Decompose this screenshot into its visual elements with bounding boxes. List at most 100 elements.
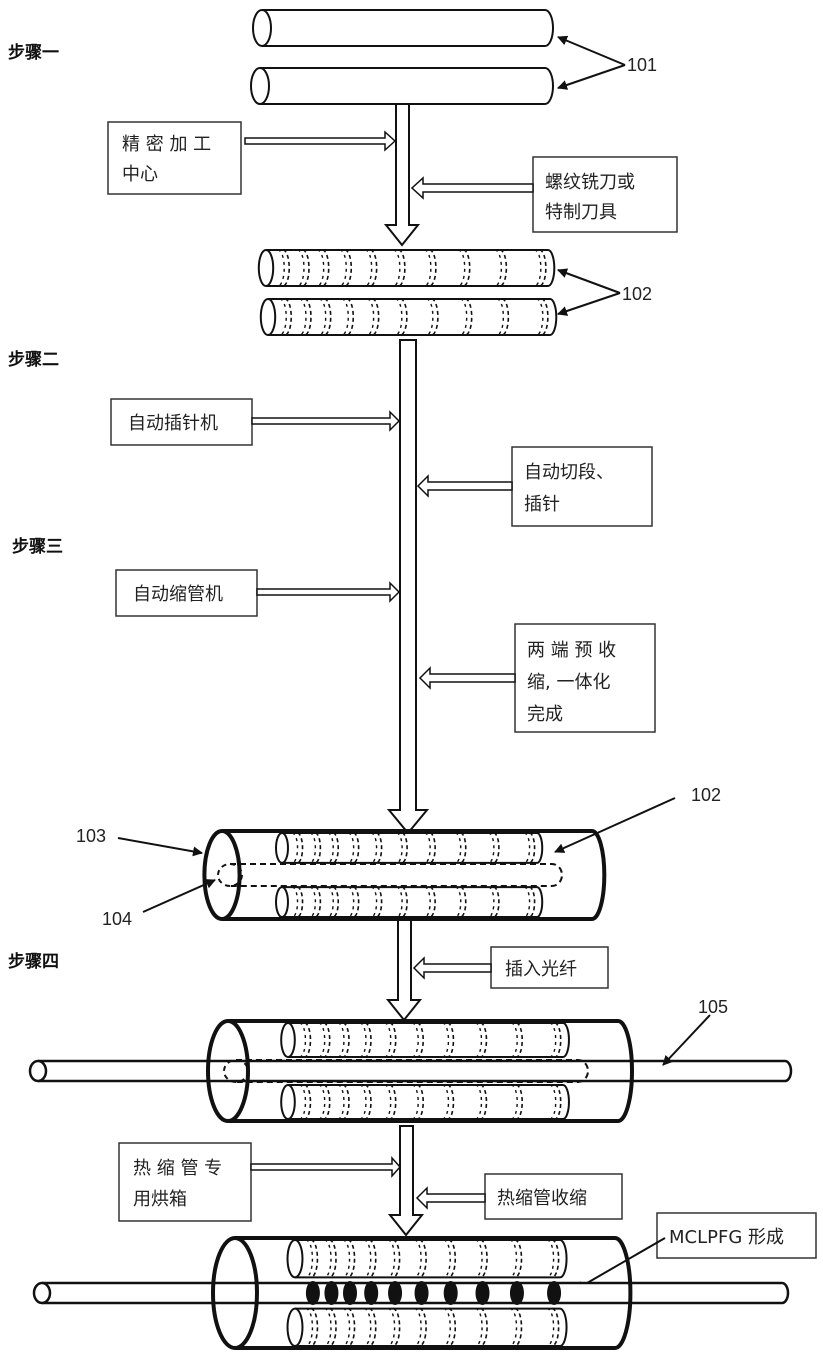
heat-shrink-sleeve [235, 1236, 633, 1350]
thread-ring [511, 1022, 518, 1058]
thread-ring [318, 1022, 326, 1058]
thread-ring [429, 249, 437, 287]
thread-ring [516, 1022, 523, 1058]
rod-end [275, 832, 289, 864]
thread-ring [384, 1022, 392, 1058]
rod-end [259, 298, 277, 336]
thread-ring [309, 832, 317, 864]
svg-text:中心: 中心 [122, 164, 158, 185]
box-precision-machining-center: 精 密 加 工 中心 [107, 121, 242, 195]
input-arrow-insert-fiber [412, 956, 492, 980]
thread-ring [534, 249, 542, 287]
thread-ring [347, 1239, 356, 1279]
rod-end [286, 1239, 304, 1279]
svg-text:用烘箱: 用烘箱 [133, 1189, 187, 1210]
thread-ring [511, 1084, 518, 1120]
rod-body [282, 886, 544, 918]
thread-ring [529, 886, 536, 918]
thread-ring [384, 1084, 392, 1120]
thread-ring [417, 1022, 424, 1058]
box-thread-milling-cutter: 螺纹铣刀或 特制刀具 [532, 156, 678, 233]
thread-ring [348, 886, 355, 918]
svg-text:插入光纤: 插入光纤 [505, 959, 577, 980]
rod-body [268, 298, 558, 336]
thread-ring [393, 249, 401, 287]
svg-text:热 缩 管 专: 热 缩 管 专 [133, 1158, 222, 1179]
thread-ring [475, 1084, 483, 1120]
thread-ring [282, 249, 291, 287]
thread-ring [460, 832, 467, 864]
heat-shrink-sleeve [228, 1019, 634, 1123]
assembly-sleeve-103 [202, 829, 607, 921]
thread-ring [299, 298, 307, 336]
thread-ring [455, 886, 462, 918]
thread-ring [365, 249, 373, 287]
thread-ring [396, 832, 403, 864]
final-mclpfg-assembly [32, 1236, 790, 1350]
thread-ring [314, 832, 322, 864]
thread-ring [310, 1239, 319, 1279]
thread-ring [494, 249, 503, 287]
thread-ring [318, 1084, 326, 1120]
svg-text:螺纹铣刀或: 螺纹铣刀或 [545, 172, 635, 193]
thread-ring [541, 298, 549, 336]
thread-ring [442, 1022, 450, 1058]
thread-ring [419, 1239, 427, 1279]
rod-end [280, 1022, 296, 1058]
grating-point [414, 1281, 429, 1305]
thread-ring [536, 298, 544, 336]
grating-point [509, 1281, 524, 1305]
ref-101: 101 [627, 55, 657, 75]
thread-ring [554, 1022, 562, 1058]
thread-ring [447, 1084, 455, 1120]
thread-ring [346, 298, 355, 336]
thread-ring [488, 832, 495, 864]
thread-ring [493, 832, 500, 864]
svg-text:缩, 一体化: 缩, 一体化 [527, 672, 610, 693]
grating-point [547, 1281, 562, 1305]
svg-text:自动切段、: 自动切段、 [524, 462, 614, 483]
thread-ring [460, 886, 467, 918]
thread-ring [339, 249, 347, 287]
thread-ring [419, 1307, 427, 1347]
thread-ring [539, 249, 547, 287]
flow-arrow-step4 [385, 919, 423, 1022]
thread-ring [299, 1022, 307, 1058]
thread-ring [448, 1307, 457, 1347]
thread-ring [529, 832, 536, 864]
svg-text:特制刀具: 特制刀具 [545, 202, 617, 223]
thread-ring [389, 1022, 397, 1058]
input-arrow-machining [244, 130, 397, 152]
thread-ring [284, 298, 293, 336]
thread-ring [327, 886, 334, 918]
thread-ring [463, 249, 471, 287]
thread-ring [342, 1084, 350, 1120]
thread-ring [353, 886, 360, 918]
thread-ring [524, 886, 531, 918]
thread-ring [348, 832, 355, 864]
thread-ring [310, 1307, 319, 1347]
thread-ring [501, 298, 510, 336]
thread-ring [309, 886, 317, 918]
thread-ring [460, 298, 468, 336]
ref-105: 105 [698, 997, 728, 1017]
grating-point [343, 1281, 357, 1305]
thread-ring [277, 249, 285, 287]
callout-101 [557, 35, 626, 90]
thread-ring [426, 298, 434, 336]
thread-ring [337, 1084, 345, 1120]
rod-body [288, 1084, 570, 1120]
thread-ring [455, 832, 462, 864]
box-auto-tube-shrink-machine: 自动缩管机 [115, 569, 258, 617]
grating-point [475, 1281, 490, 1305]
thread-ring [514, 1307, 523, 1347]
thread-ring [304, 1022, 312, 1058]
rod-body [282, 832, 544, 864]
thread-ring [429, 832, 436, 864]
sleeve-end [211, 1236, 259, 1350]
input-arrow-shrinking [415, 1186, 486, 1210]
box-auto-cut-pin: 自动切段、 插针 [511, 446, 653, 527]
step-three-label: 步骤三 [12, 536, 63, 557]
thread-ring [493, 886, 500, 918]
